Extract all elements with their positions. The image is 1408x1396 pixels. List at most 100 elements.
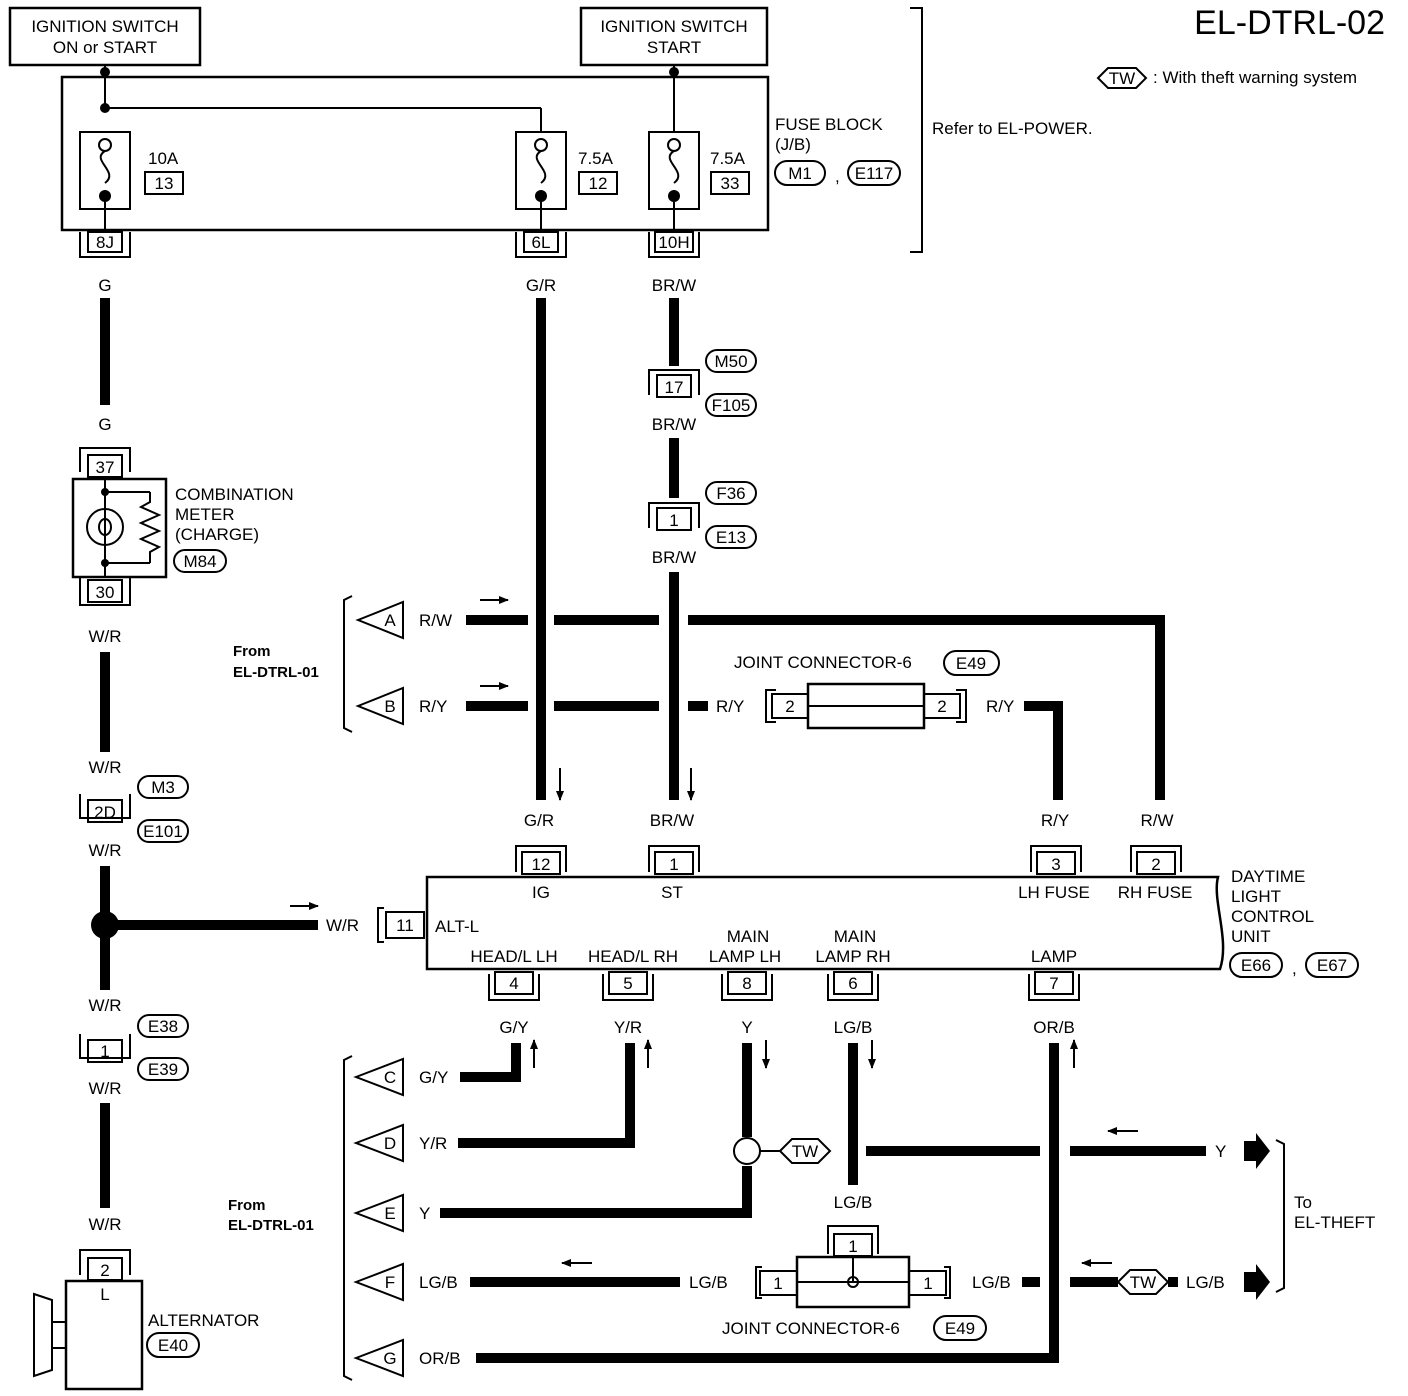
svg-text:LIGHT: LIGHT: [1231, 887, 1281, 906]
conn-e101: E101: [143, 822, 183, 841]
svg-text:Y/R: Y/R: [419, 1134, 447, 1153]
svg-text:TW: TW: [792, 1142, 818, 1161]
svg-text:8: 8: [742, 974, 751, 993]
svg-text:30: 30: [96, 583, 115, 602]
fuse-7-5a-33: 7.5A 33: [648, 131, 750, 232]
svg-text:12: 12: [589, 174, 608, 193]
conn-e49-top: E49: [956, 654, 986, 673]
tw-badge-1: TW: [778, 1138, 832, 1164]
svg-text:W/R: W/R: [88, 841, 121, 860]
svg-text:,: ,: [1292, 959, 1297, 978]
svg-text:IGNITION SWITCH: IGNITION SWITCH: [31, 17, 178, 36]
svg-text:OR/B: OR/B: [419, 1349, 461, 1368]
svg-text:LG/B: LG/B: [834, 1018, 873, 1037]
arrow-to-theft-lgb: [1244, 1264, 1270, 1300]
fuse-block-label: FUSE BLOCK: [775, 115, 883, 134]
conn-e38: E38: [148, 1017, 178, 1036]
svg-text:R/Y: R/Y: [716, 697, 744, 716]
unit-pin-7: 7: [1028, 971, 1080, 1001]
tw-legend: TW : With theft warning system: [1096, 67, 1357, 89]
svg-text:CONTROL: CONTROL: [1231, 907, 1314, 926]
svg-text:W/R: W/R: [326, 916, 359, 935]
unit-pin-6: 6: [827, 971, 879, 1001]
svg-text:LG/B: LG/B: [972, 1273, 1011, 1292]
fb-terminal-6l: 6L: [515, 231, 567, 258]
conn-e66: E66: [1241, 956, 1271, 975]
svg-text:Y: Y: [1215, 1142, 1226, 1161]
unit-pin-12: 12 IG: [515, 845, 567, 902]
svg-text:IG: IG: [532, 883, 550, 902]
svg-text:6L: 6L: [532, 233, 551, 252]
svg-text:RH FUSE: RH FUSE: [1118, 883, 1193, 902]
svg-text:1: 1: [100, 1042, 109, 1061]
to-el-theft: To EL-THEFT: [1275, 1139, 1375, 1293]
arrow-connector-d: [353, 1123, 404, 1163]
wire-label-g: G: [98, 276, 111, 295]
fuse-10a: 10A 13: [79, 131, 184, 232]
svg-text:10A: 10A: [148, 149, 179, 168]
joint-connector-6-top: JOINT CONNECTOR-6 E49 2 2: [734, 650, 1000, 730]
arrow-connector-e: [353, 1193, 404, 1233]
svg-text:6: 6: [848, 974, 857, 993]
svg-text:G: G: [383, 1349, 396, 1368]
svg-text:LG/B: LG/B: [1186, 1273, 1225, 1292]
svg-text:ALT-L: ALT-L: [435, 917, 479, 936]
svg-text:DAYTIME: DAYTIME: [1231, 867, 1305, 886]
arrow-connector-b: [355, 686, 404, 726]
svg-text:Y: Y: [741, 1018, 752, 1037]
svg-text:A: A: [384, 611, 396, 630]
svg-text:G/Y: G/Y: [419, 1068, 448, 1087]
svg-text:To: To: [1294, 1193, 1312, 1212]
svg-text:ST: ST: [661, 883, 683, 902]
conn-m84: M84: [183, 552, 216, 571]
conn-e117: E117: [855, 164, 893, 183]
conn-m1: M1: [788, 164, 812, 183]
unit-pin-2: 2 RH FUSE: [1118, 845, 1193, 902]
svg-text:10H: 10H: [658, 233, 689, 252]
svg-text:5: 5: [623, 974, 632, 993]
tw-legend-text: : With theft warning system: [1153, 68, 1357, 87]
svg-text:R/Y: R/Y: [1041, 811, 1069, 830]
svg-text:G/R: G/R: [524, 811, 554, 830]
svg-text:BR/W: BR/W: [652, 415, 696, 434]
svg-text:MAIN: MAIN: [727, 927, 770, 946]
wire-y-e: [440, 1166, 752, 1218]
svg-text:11: 11: [396, 916, 414, 935]
wire-ry-lh: [1024, 701, 1063, 800]
svg-text:B: B: [384, 697, 395, 716]
svg-text:G: G: [98, 415, 111, 434]
from-el-dtrl-01-top: From EL-DTRL-01 A B: [233, 595, 404, 733]
svg-text:W/R: W/R: [88, 627, 121, 646]
svg-text:R/W: R/W: [1140, 811, 1173, 830]
svg-text:Y: Y: [419, 1204, 430, 1223]
unit-pin-5: 5: [602, 971, 654, 1001]
unit-pin-1: 1 ST: [648, 845, 700, 902]
svg-text:,: ,: [835, 167, 840, 186]
svg-text:G/Y: G/Y: [499, 1018, 528, 1037]
svg-text:37: 37: [96, 458, 115, 477]
page-code: EL-DTRL-02: [1194, 4, 1385, 42]
ignition-switch-start: IGNITION SWITCH START: [579, 6, 769, 67]
svg-text:W/R: W/R: [88, 1079, 121, 1098]
conn-e39: E39: [148, 1060, 178, 1079]
connector-17: 17 M50 F105: [648, 349, 757, 417]
alternator: 2 L ALTERNATOR E40: [33, 1249, 259, 1391]
svg-text:BR/W: BR/W: [652, 276, 696, 295]
wire-rw: [466, 615, 1165, 800]
svg-text:COMBINATION: COMBINATION: [175, 485, 294, 504]
svg-text:START: START: [647, 38, 701, 57]
svg-text:7: 7: [1049, 974, 1058, 993]
unit-pin-11: 11 ALT-L: [377, 907, 479, 943]
svg-text:(J/B): (J/B): [775, 135, 811, 154]
tw-splice: [733, 1137, 761, 1165]
svg-text:JOINT CONNECTOR-6: JOINT CONNECTOR-6: [734, 653, 912, 672]
wire-yr: [458, 1043, 635, 1148]
svg-text:LH FUSE: LH FUSE: [1018, 883, 1090, 902]
svg-text:2D: 2D: [94, 803, 116, 822]
svg-text:UNIT: UNIT: [1231, 927, 1271, 946]
svg-text:4: 4: [509, 974, 518, 993]
svg-text:METER: METER: [175, 505, 235, 524]
arrow-connector-c: [353, 1057, 404, 1097]
svg-text:BR/W: BR/W: [650, 811, 694, 830]
